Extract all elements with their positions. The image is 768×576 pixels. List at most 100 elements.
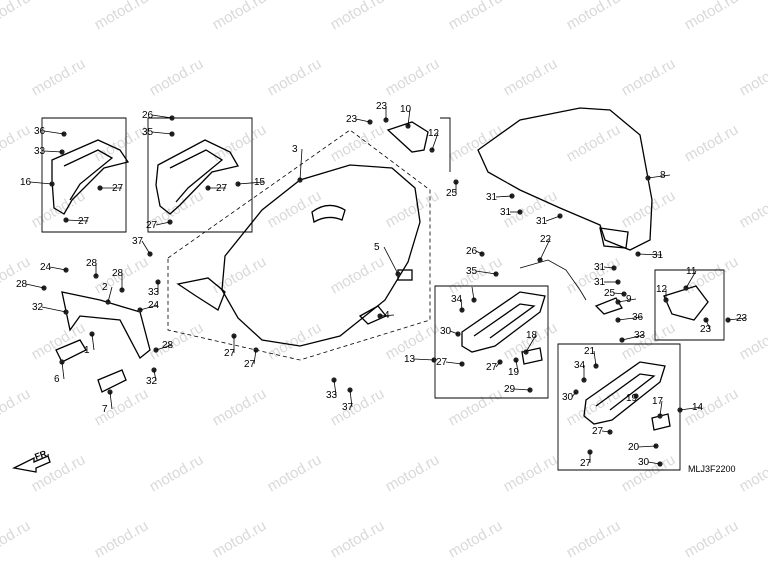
leader-line	[593, 350, 597, 367]
callout-l16: 16	[20, 177, 32, 188]
watermark-text: motod.ru	[29, 55, 89, 99]
callout-l30b: 30	[562, 392, 574, 403]
grab-rail-left	[51, 139, 130, 215]
callout-l13: 13	[404, 354, 416, 365]
watermark-text: motod.ru	[210, 0, 270, 33]
leader-line	[659, 400, 663, 417]
grab-rail-right	[155, 139, 239, 215]
watermark-text: motod.ru	[147, 451, 207, 495]
leader-line	[460, 298, 463, 311]
leader-line	[333, 379, 337, 396]
plate-18	[521, 347, 543, 365]
leader-line	[151, 114, 173, 119]
callout-l1: 1	[84, 345, 90, 356]
leader-line	[65, 219, 89, 222]
callout-l14: 14	[692, 402, 704, 413]
callout-l33a: 33	[34, 146, 46, 157]
watermark-text: motod.ru	[446, 517, 506, 561]
leader-line	[617, 298, 637, 303]
callout-l27g: 27	[592, 426, 604, 437]
callout-l8: 8	[660, 170, 666, 181]
watermark-text: motod.ru	[147, 55, 207, 99]
watermark-text: motod.ru	[737, 319, 768, 363]
callout-l31c: 31	[536, 216, 548, 227]
clip-9	[594, 297, 623, 315]
callout-l7: 7	[102, 404, 108, 415]
leader-line	[349, 389, 353, 408]
callout-l27c: 27	[216, 183, 228, 194]
leader-line	[155, 221, 171, 226]
callout-l23a: 23	[376, 101, 388, 112]
bracket-plate-6	[55, 339, 87, 363]
watermark-text: motod.ru	[619, 319, 679, 363]
callout-l32b: 32	[146, 376, 158, 387]
leader-lines	[25, 106, 747, 465]
leader-line	[495, 195, 513, 198]
leader-line	[601, 430, 611, 433]
callout-l12: 12	[428, 128, 440, 139]
watermark-text: motod.ru	[501, 319, 561, 363]
leader-line	[407, 108, 411, 127]
watermark-text: motod.ru	[682, 0, 742, 33]
callout-l35a: 35	[142, 127, 154, 138]
callout-l28c: 28	[16, 279, 28, 290]
stay-plate	[358, 305, 388, 325]
callout-l34b: 34	[574, 360, 586, 371]
callout-l4: 4	[384, 310, 390, 321]
watermark-text: motod.ru	[92, 0, 152, 33]
watermark-text: motod.ru	[0, 517, 33, 561]
diagram-code: MLJ3F2200	[688, 464, 736, 474]
callout-l26a: 26	[142, 110, 154, 121]
watermark-text: motod.ru	[737, 55, 768, 99]
pad-box	[654, 269, 725, 341]
leader-line	[107, 286, 113, 303]
callout-l27e: 27	[436, 357, 448, 368]
seat-cable	[519, 259, 587, 301]
callout-l18: 18	[526, 330, 538, 341]
callout-l22: 22	[540, 234, 552, 245]
callout-l27f: 27	[486, 362, 498, 373]
fastener	[61, 131, 67, 137]
callout-l33b: 33	[634, 330, 646, 341]
leader-line	[139, 304, 159, 311]
seat-lock-bracket	[61, 291, 151, 359]
callout-l27i: 27	[224, 348, 236, 359]
callout-l37a: 37	[132, 236, 144, 247]
leader-line	[445, 361, 463, 365]
callout-l24b: 24	[148, 300, 160, 311]
callout-l33c: 33	[148, 287, 160, 298]
watermark-text: motod.ru	[446, 385, 506, 429]
callout-l28a: 28	[86, 258, 98, 269]
seat-front-bracket	[176, 277, 226, 311]
leader-line	[613, 292, 625, 295]
callout-l11: 11	[686, 266, 697, 277]
watermark-text: motod.ru	[210, 517, 270, 561]
watermark-text: motod.ru	[147, 319, 207, 363]
watermark-text: motod.ru	[682, 517, 742, 561]
watermark-text: motod.ru	[328, 121, 388, 165]
parts	[11, 107, 709, 473]
watermark-text: motod.ru	[564, 517, 624, 561]
callout-l19b: 19	[626, 393, 638, 404]
leader-line	[91, 333, 95, 351]
callout-l30c: 30	[638, 457, 650, 468]
leader-line	[621, 334, 645, 341]
callout-l31d: 31	[652, 250, 664, 261]
leader-line	[571, 391, 577, 398]
watermark-text: motod.ru	[446, 121, 506, 165]
leader-line	[475, 250, 483, 255]
callout-l12b: 12	[656, 284, 668, 295]
leader-line	[637, 445, 657, 448]
plate-17	[651, 413, 671, 431]
leader-line	[43, 150, 63, 153]
callout-labels: 3633162727263515272723231012325831313131…	[16, 101, 748, 469]
side-cover-right	[583, 361, 666, 425]
grab-rail-left-inner	[63, 149, 114, 201]
leader-line	[525, 334, 537, 353]
callout-l25a: 25	[446, 188, 458, 199]
leader-line	[153, 369, 157, 382]
watermark-text: motod.ru	[210, 385, 270, 429]
side-cover-left-inner	[473, 303, 536, 339]
